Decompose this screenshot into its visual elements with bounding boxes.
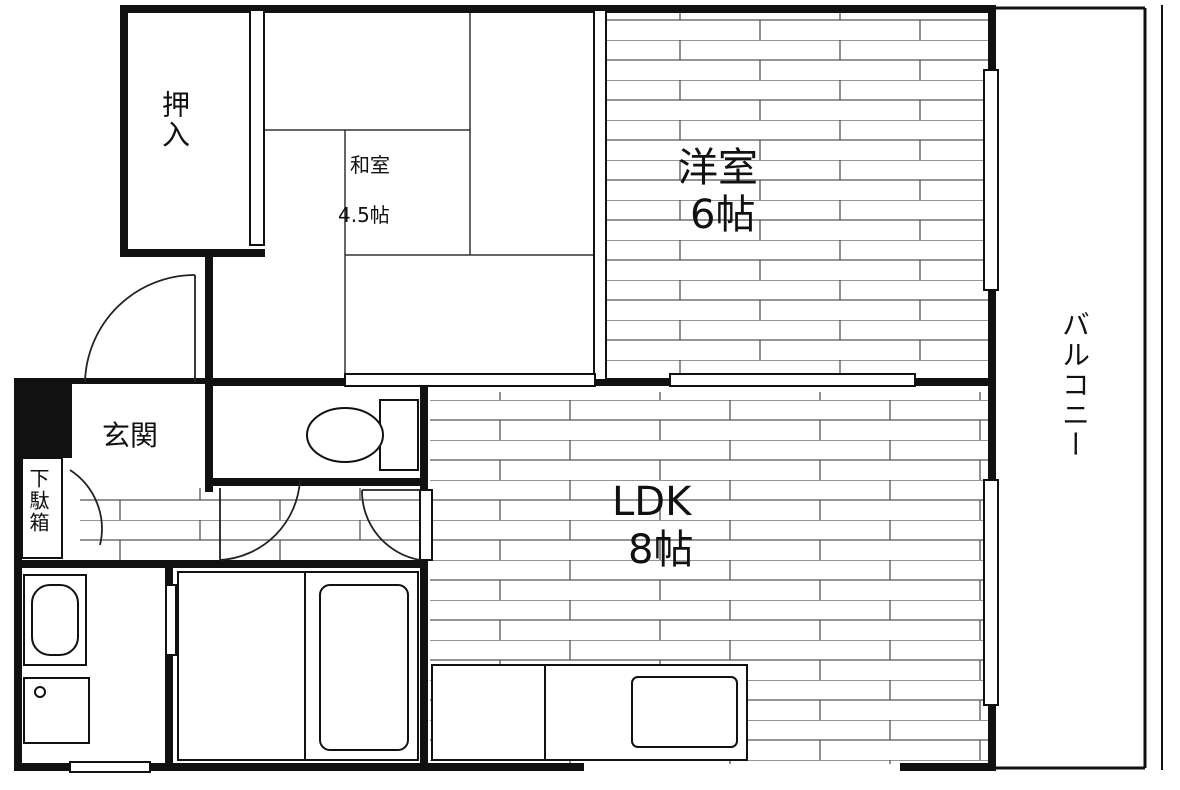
ldk-size: 8帖 — [628, 527, 694, 573]
ldk-name: LDK — [612, 479, 692, 525]
hall-flooring — [80, 488, 425, 560]
youshitsu-size: 6帖 — [690, 192, 756, 238]
shoe-box-label: 下駄箱 — [26, 468, 50, 534]
washitsu-name: 和室 — [350, 153, 390, 177]
bathtub — [177, 571, 419, 761]
washitsu-size: 4.5帖 — [338, 203, 390, 227]
tatami-lines — [265, 12, 595, 378]
toilet — [306, 399, 419, 471]
balcony-outline — [996, 6, 1147, 770]
shoe-box-outline — [21, 457, 63, 559]
youshitsu-name: 洋室 — [678, 145, 758, 191]
wash-basin — [23, 574, 90, 744]
sliding-doors — [69, 9, 999, 773]
entrance-label: 玄関 — [102, 419, 159, 452]
closet-label: 押入 — [158, 90, 191, 150]
balcony-label: バルコニー — [1058, 310, 1091, 460]
youshitsu-flooring — [604, 12, 988, 377]
kitchen-counter — [431, 664, 748, 761]
